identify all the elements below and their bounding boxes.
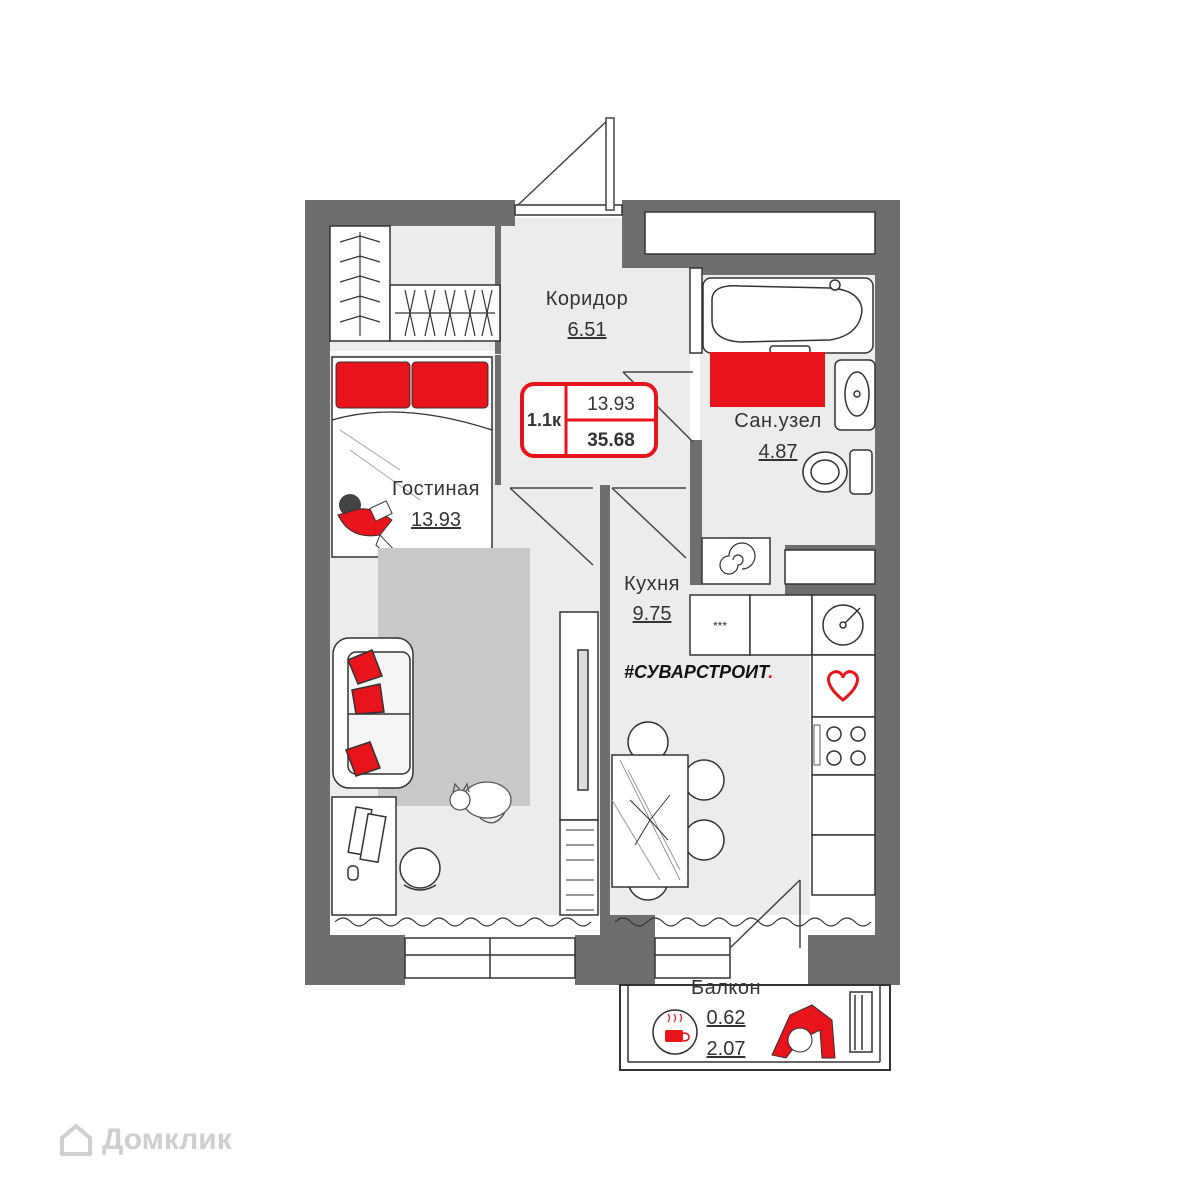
cat-icon [449,781,512,824]
curtains [334,917,872,927]
apartment-type: 1.1к [527,410,562,430]
kitchen-counter [689,594,876,896]
pillow-left [335,361,411,409]
bath-lower-wall [690,440,702,585]
right-shaft [784,549,876,585]
coffee-cup-icon [652,1009,698,1055]
top-right-wall [622,200,900,985]
bathroom-name: Сан.узел [734,410,821,432]
kitchen-window [654,937,731,979]
wardrobe [329,225,501,342]
balcony-door [729,879,801,949]
top-vent-niche [644,211,876,255]
bathtub [702,277,874,355]
brand-dot: . [768,662,773,682]
dining-table [611,721,725,901]
summary-total-area: 35.68 [587,430,635,451]
entry-door-frame [514,204,623,216]
corridor-area: 6.51 [568,319,607,341]
kitchen-area: 9.75 [633,603,672,625]
sofa-cushion-3 [345,741,381,777]
watermark-text: Домклик [102,1123,232,1156]
living-area: 13.93 [411,509,461,531]
windows [404,204,891,1071]
balcony-name: Балкон [691,977,761,999]
area-summary-box: 1.1к 13.93 35.68 [520,382,658,458]
bath-mat [710,352,825,407]
balcony-area: 0.62 [707,1007,746,1029]
balcony-area-full: 2.07 [707,1038,746,1060]
room-labels: Коридор 6.51 Гостиная 13.93 Сан.узел 4.8… [392,288,821,1060]
brand-hashtag-text: #СУВАРСТРОИТ [624,662,771,682]
living-door [509,487,594,566]
kitchen-door [611,487,687,559]
left-outer-wall [305,200,330,985]
brand-hashtag: #СУВАРСТРОИТ. [624,662,773,682]
wall-niches [644,211,876,585]
sofa [332,637,414,789]
desk [331,796,441,916]
bottom-left-wall [305,935,405,985]
chair [399,847,441,889]
tv-stand [559,611,599,916]
sofa-cushion-1 [347,649,383,685]
center-wall [600,485,610,935]
toilet [802,449,873,495]
bottom-kitchen-wall [610,915,655,985]
living-corr-wall-2 [495,355,501,485]
doors [509,117,801,949]
bath-pier-left [689,267,703,354]
appliance-label: *** [713,619,727,633]
corridor-name: Коридор [546,288,628,310]
house-logo-icon [60,1124,92,1156]
summary-living-area: 13.93 [587,394,635,415]
washing-machine [701,537,771,585]
top-left-wall [305,200,515,226]
person-balcony-icon [771,1004,836,1059]
domclick-watermark: Домклик [58,1122,232,1158]
cooktop [811,716,876,776]
sofa-cushion-2 [351,683,385,715]
kitchen-name: Кухня [624,573,680,595]
bathroom-area: 4.87 [759,441,798,463]
living-name: Гостиная [392,478,480,500]
pillow-right [411,361,489,409]
heart-icon [827,670,859,702]
balcony-frame [619,984,891,1071]
sink [834,359,876,431]
